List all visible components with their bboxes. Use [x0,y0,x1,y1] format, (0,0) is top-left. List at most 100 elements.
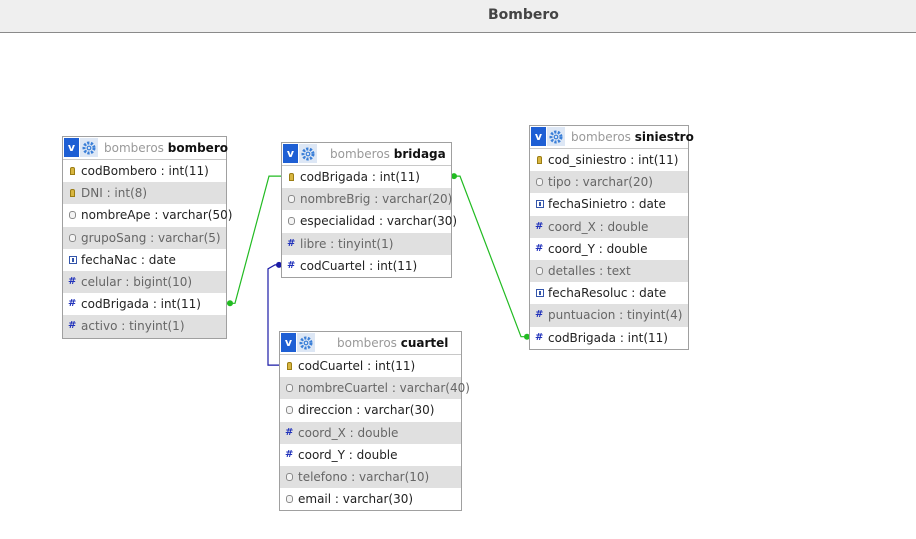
column-row[interactable]: tipo : varchar(20) [530,171,688,194]
date-field-icon [535,282,545,304]
numeric-field-icon: # [535,309,544,321]
column-row[interactable]: #coord_X : double [280,421,461,444]
column-label: tipo : varchar(20) [548,175,653,190]
numeric-field-icon: # [68,275,77,287]
gear-icon[interactable] [80,138,98,157]
primary-key-icon [535,149,545,171]
gear-icon[interactable] [547,127,565,146]
column-row[interactable]: nombreBrig : varchar(20) [282,188,453,211]
numeric-field-icon: # [287,237,296,249]
column-row[interactable]: detalles : text [530,259,688,283]
column-row[interactable]: email : varchar(30) [280,488,461,510]
column-row[interactable]: # libre : tinyint(1) [282,232,451,255]
column-row[interactable]: fechaSinietro : date [530,193,688,215]
column-label: coord_X : double [298,425,399,440]
column-row[interactable]: telefono : varchar(10) [280,465,461,489]
primary-key-icon [68,182,78,204]
column-label: fechaResoluc : date [548,286,667,301]
column-row[interactable]: fechaResoluc : date [530,282,688,304]
table-cuartel[interactable]: v bomberos cuartel codCuartel : int(11) nom… [279,331,470,512]
table-title: bomberos cuartel [337,336,448,350]
column-label: puntuacion : tinyint(4) [548,308,683,323]
column-row[interactable]: # coord_Y : double [530,238,688,260]
column-row[interactable]: codCuartel : int(11) [280,355,461,377]
column-row[interactable]: direccion : varchar(30) [280,399,461,421]
column-row[interactable]: cod_siniestro : int(11) [530,149,688,171]
column-label: activo : tinyint(1) [81,319,185,334]
toggle-view-button[interactable]: v [531,127,546,146]
table-db-name: bomberos [104,141,164,155]
column-label: codBrigada : int(11) [300,170,420,184]
date-field-icon [68,249,78,271]
toggle-view-button[interactable]: v [64,138,79,157]
column-row[interactable]: # activo : tinyint(1) [63,315,226,338]
column-row[interactable]: #codBrigada : int(11) [63,293,226,315]
numeric-field-icon: # [68,298,77,310]
column-row[interactable]: especialidad : varchar(30) [282,210,457,232]
text-field-icon [68,204,78,226]
column-label: grupoSang : varchar(5) [81,230,221,245]
primary-key-icon [285,355,295,377]
column-label: codCuartel : int(11) [300,258,418,273]
column-row[interactable]: codBombero : int(11) [63,160,226,182]
date-field-icon [535,193,545,215]
numeric-field-icon: # [535,331,544,343]
numeric-field-icon: # [285,448,294,460]
text-field-icon [285,399,295,421]
column-row[interactable]: fechaNac : date [63,249,226,271]
column-row[interactable]: #codCuartel : int(11) [282,255,451,277]
text-field-icon [287,210,297,232]
column-label: detalles : text [548,263,631,278]
column-label: coord_Y : double [298,447,398,462]
title-bar: Bombero [0,0,916,33]
numeric-field-icon: # [68,320,77,332]
table-name: siniestro [634,130,694,144]
column-label: coord_Y : double [548,241,648,256]
column-row[interactable]: grupoSang : varchar(5) [63,226,226,249]
column-label: DNI : int(8) [81,186,148,201]
table-db-name: bomberos [330,147,390,161]
column-row[interactable]: codBrigada : int(11) [282,166,451,188]
column-row[interactable]: nombreCuartel : varchar(40) [280,377,470,400]
column-label: libre : tinyint(1) [300,236,394,251]
relation-line [452,175,529,338]
column-label: cod_siniestro : int(11) [548,153,679,167]
relation-endpoint-dot [451,173,457,180]
column-label: nombreBrig : varchar(20) [300,192,453,207]
column-row[interactable]: DNI : int(8) [63,182,226,205]
primary-key-icon [68,160,78,182]
column-row[interactable]: nombreApe : varchar(50) [63,204,232,226]
numeric-field-icon: # [535,220,544,232]
numeric-field-icon: # [535,242,544,254]
gear-icon[interactable] [297,333,315,352]
relation-line [227,175,281,304]
column-label: coord_X : double [548,219,649,234]
column-label: especialidad : varchar(30) [300,214,458,229]
column-label: nombreCuartel : varchar(40) [298,381,470,396]
gear-icon[interactable] [299,144,317,163]
column-label: telefono : varchar(10) [298,469,430,484]
text-field-icon [68,227,78,249]
column-row[interactable]: #celular : bigint(10) [63,270,226,294]
text-field-icon [285,466,295,488]
toggle-view-button[interactable]: v [281,333,296,352]
primary-key-icon [287,166,297,188]
column-row[interactable]: #codBrigada : int(11) [530,327,688,349]
column-row[interactable]: # coord_X : double [530,215,688,238]
column-label: nombreApe : varchar(50) [81,208,233,223]
column-row[interactable]: # puntuacion : tinyint(4) [530,304,688,327]
column-row[interactable]: # coord_Y : double [280,444,461,466]
column-label: fechaSinietro : date [548,197,666,212]
table-header[interactable]: v bomberos cuartel [280,332,461,355]
column-label: email : varchar(30) [298,492,414,507]
text-field-icon [287,188,297,210]
toggle-view-button[interactable]: v [283,144,298,163]
column-label: codBombero : int(11) [81,164,209,178]
relation-endpoint-dot [524,333,530,340]
